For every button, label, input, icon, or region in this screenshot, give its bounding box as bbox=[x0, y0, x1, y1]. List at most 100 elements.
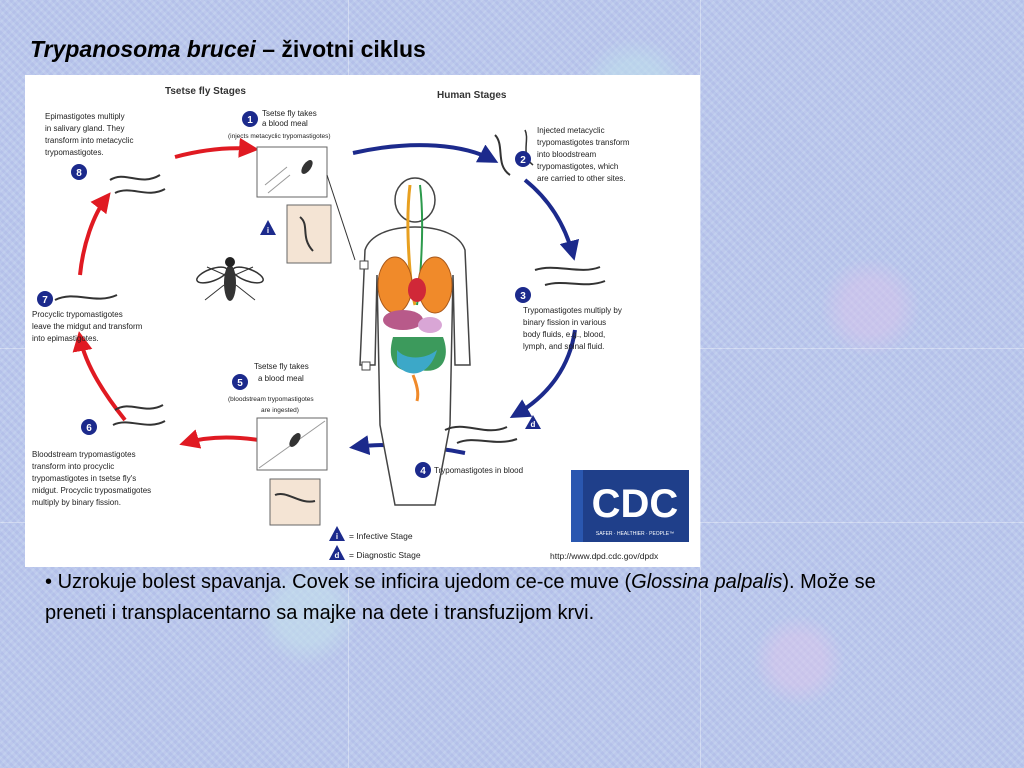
step-3-line-3: body fluids, e.g., blood, bbox=[523, 330, 605, 339]
step-8-line-2: in salivary gland. They bbox=[45, 124, 124, 133]
step-5-line-2: a blood meal bbox=[258, 374, 304, 383]
step-5-line-4: are ingested) bbox=[261, 407, 299, 414]
arrow-5-to-6 bbox=[179, 429, 266, 449]
step-1-badge bbox=[242, 111, 258, 127]
step-7-line-3: into epimastigotes. bbox=[32, 334, 99, 343]
tsetse-stages-header: Tsetse fly Stages bbox=[165, 86, 246, 97]
step-2-line-2: trypomastigotes transform bbox=[537, 138, 630, 147]
arrow-2-to-3 bbox=[523, 178, 580, 261]
arrow-8-to-1 bbox=[174, 137, 259, 159]
slide-title-rest: – životni ciklus bbox=[255, 36, 426, 62]
metacyclic-parasite-icon bbox=[299, 216, 314, 252]
step-1-fly-image bbox=[256, 146, 328, 198]
legend-diagnostic-symbol: d bbox=[335, 551, 340, 560]
species-name-italic: Glossina palpalis bbox=[631, 571, 783, 593]
step-2-parasite-icon bbox=[494, 134, 511, 176]
step-6-line-1: Bloodstream trypomastigotes bbox=[32, 450, 136, 459]
step-3-number: 3 bbox=[520, 291, 526, 302]
step-4-parasite-icon bbox=[444, 425, 508, 432]
step-3-line-2: binary fission in various bbox=[523, 318, 606, 327]
tsetse-fly-icon bbox=[301, 160, 313, 174]
skin-texture bbox=[264, 166, 291, 194]
step-2-line-3: into bloodstream bbox=[537, 150, 596, 159]
cdc-dpdx-url: http://www.dpd.cdc.gov/dpdx bbox=[550, 551, 659, 561]
step-5-line-3: (bloodstream trypomastigotes bbox=[228, 396, 314, 403]
slide-body-text: • Uzrokuje bolest spavanja. Covek se inf… bbox=[45, 567, 925, 629]
bullet-glyph: • bbox=[45, 571, 53, 593]
step-2-line-5: are carried to other sites. bbox=[537, 174, 625, 183]
diagnostic-stage-marker-icon bbox=[525, 415, 541, 429]
step-6-line-4: midgut. Procyclic tryposmatigotes bbox=[32, 486, 151, 495]
step-7-badge bbox=[37, 291, 53, 307]
step-4-line-1: Trypomastigotes in blood bbox=[434, 466, 523, 475]
step-6-number: 6 bbox=[86, 423, 92, 434]
legend-infective-label: = Infective Stage bbox=[349, 531, 413, 541]
step-3-badge bbox=[515, 287, 531, 303]
body-text-part-1: Uzrokuje bolest spavanja. Covek se infic… bbox=[52, 571, 632, 593]
arrow-1-to-2 bbox=[352, 143, 499, 163]
cdc-logo-text: CDC bbox=[592, 482, 679, 526]
step-3-parasite-icon bbox=[534, 266, 601, 271]
life-cycle-diagram-svg: Tsetse fly Stages Human Stages 1 Tsetse … bbox=[32, 86, 689, 561]
step-1-line-2: a blood meal bbox=[262, 119, 308, 128]
legend-infective-icon bbox=[329, 526, 345, 541]
step-2-line-1: Injected metacyclic bbox=[537, 126, 605, 135]
step-7-line-2: leave the midgut and transform bbox=[32, 322, 143, 331]
step-7-number: 7 bbox=[42, 295, 48, 306]
step-6-line-5: multiply by binary fission. bbox=[32, 498, 121, 507]
step-5-number: 5 bbox=[237, 378, 243, 389]
legend-infective-symbol: i bbox=[336, 532, 338, 541]
slide-title: Trypanosoma brucei – životni ciklus bbox=[30, 36, 426, 63]
step-2-parasite-icon bbox=[524, 129, 534, 166]
step-5-line-1: Tsetse fly takes bbox=[254, 362, 309, 371]
step-3-line-4: lymph, and spinal fluid. bbox=[523, 342, 604, 351]
arrow-7-to-8 bbox=[78, 192, 111, 276]
step-2-line-4: trypomastigotes, which bbox=[537, 162, 618, 171]
step-6-parasite-icon bbox=[114, 404, 164, 411]
step-6-badge bbox=[81, 419, 97, 435]
background-tile-seam bbox=[700, 0, 701, 768]
tsetse-fly-icon bbox=[289, 433, 301, 447]
legend-diagnostic-icon bbox=[329, 545, 345, 560]
metacyclic-inset-image bbox=[286, 204, 332, 264]
step-8-parasite-icon bbox=[114, 188, 166, 194]
pointer-line bbox=[326, 174, 356, 261]
step-1-line-3: (injects metacyclic trypomastigotes) bbox=[228, 133, 331, 140]
step-8-line-1: Epimastigotes multiply bbox=[45, 112, 125, 121]
slide-title-species: Trypanosoma brucei bbox=[30, 36, 256, 62]
step-2-badge bbox=[515, 151, 531, 167]
arrow-3-to-4 bbox=[509, 329, 577, 418]
legend-diagnostic-label: = Diagnostic Stage bbox=[349, 550, 421, 560]
step-4-number: 4 bbox=[420, 466, 426, 477]
step-5-badge bbox=[232, 374, 248, 390]
ingested-parasite-icon bbox=[274, 492, 316, 503]
step-4-badge bbox=[415, 462, 431, 478]
step-6-parasite-icon bbox=[112, 420, 166, 426]
infective-stage-marker-symbol: i bbox=[267, 226, 269, 235]
human-body-icon bbox=[359, 177, 471, 506]
infective-stage-marker-icon bbox=[260, 220, 276, 235]
step-6-line-3: trypomastigotes in tsetse fly's bbox=[32, 474, 136, 483]
arrow-6-to-7 bbox=[72, 331, 127, 422]
human-stages-header: Human Stages bbox=[437, 90, 507, 101]
step-8-number: 8 bbox=[76, 168, 82, 179]
step-1-number: 1 bbox=[247, 115, 253, 126]
step-8-line-3: transform into metacyclic bbox=[45, 136, 133, 145]
step-4-parasite-icon bbox=[456, 438, 518, 444]
life-cycle-diagram: Tsetse fly Stages Human Stages 1 Tsetse … bbox=[25, 75, 700, 567]
step-1-line-1: Tsetse fly takes bbox=[262, 109, 317, 118]
step-3-parasite-icon bbox=[544, 280, 606, 286]
step-7-line-1: Procyclic trypomastigotes bbox=[32, 310, 123, 319]
body-text-part-2: ). Može se preneti i transplacentarno sa… bbox=[45, 571, 876, 624]
step-8-badge bbox=[71, 164, 87, 180]
step-3-line-1: Trypomastigotes multiply by bbox=[523, 306, 622, 315]
diagnostic-stage-marker-symbol: d bbox=[531, 420, 536, 429]
cdc-logo: CDC SAFER · HEALTHIER · PEOPLE™ bbox=[571, 470, 689, 542]
step-8-line-4: trypomastigotes. bbox=[45, 148, 104, 157]
tsetse-fly-icon bbox=[196, 257, 264, 301]
step-2-number: 2 bbox=[520, 155, 526, 166]
step-6-line-2: transform into procyclic bbox=[32, 462, 114, 471]
step-8-parasite-icon bbox=[109, 174, 161, 181]
cdc-logo-tagline: SAFER · HEALTHIER · PEOPLE™ bbox=[596, 531, 674, 537]
step-7-parasite-icon bbox=[54, 294, 118, 301]
